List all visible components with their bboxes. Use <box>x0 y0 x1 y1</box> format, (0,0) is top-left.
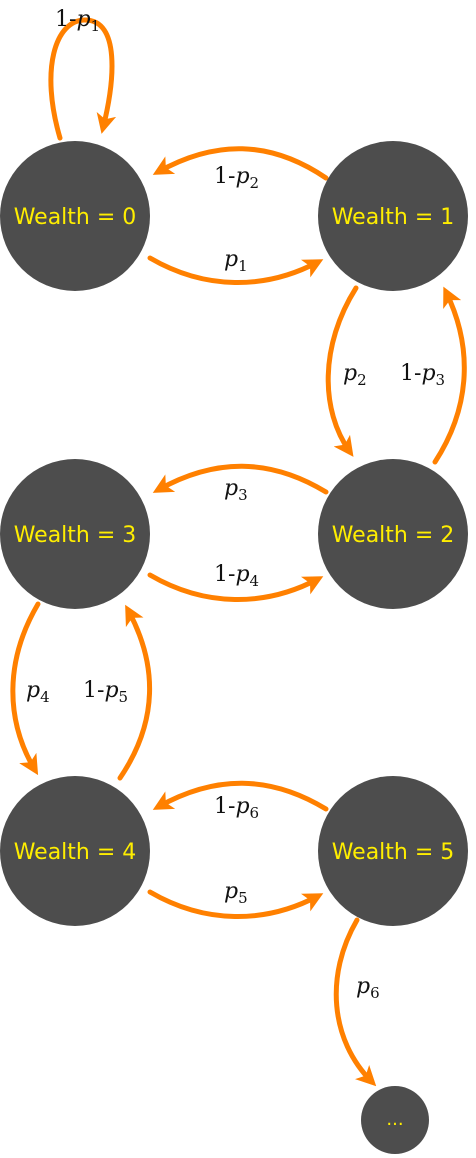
edge-label-w5-to-more: p6 <box>356 974 380 1002</box>
edge-label-w1-to-w0: 1-p2 <box>214 164 259 192</box>
edge-w2-to-w1 <box>432 286 467 465</box>
edge-w2-to-w3 <box>152 463 329 495</box>
edge-w3-to-w4 <box>10 601 41 776</box>
node-wealth-2: Wealth = 2 <box>318 459 468 609</box>
edge-label-w1-to-w2: p2 <box>343 361 367 389</box>
edge-label-w4-to-w3: 1-p5 <box>83 678 128 706</box>
edge-label-w3-to-w2: 1-p4 <box>214 562 259 590</box>
edge-loop-w0 <box>48 17 117 141</box>
edge-w4-to-w5 <box>147 889 324 919</box>
edge-w1-to-w2 <box>325 285 359 457</box>
node-label: Wealth = 0 <box>14 205 137 230</box>
node-label: Wealth = 5 <box>332 840 455 865</box>
edge-w0-to-w1 <box>147 255 324 285</box>
node-label: Wealth = 2 <box>332 523 455 548</box>
node-wealth-1: Wealth = 1 <box>318 141 468 291</box>
node-label: Wealth = 3 <box>14 523 137 548</box>
edge-label-loop0: 1-p1 <box>55 7 100 35</box>
edge-label-w4-to-w5: p5 <box>224 879 248 907</box>
node-wealth-0: Wealth = 0 <box>0 141 150 291</box>
node-label: Wealth = 1 <box>332 205 455 230</box>
edge-w1-to-w0 <box>152 146 329 181</box>
edge-label-w2-to-w3: p3 <box>224 476 248 504</box>
edge-label-w0-to-w1: p1 <box>224 247 248 275</box>
node-wealth-4: Wealth = 4 <box>0 776 150 926</box>
node-wealth-5: Wealth = 5 <box>318 776 468 926</box>
edge-label-w2-to-w1: 1-p3 <box>400 361 445 389</box>
node-label: ... <box>386 1109 403 1130</box>
edge-w5-to-more <box>333 917 377 1087</box>
edge-label-w3-to-w4: p4 <box>26 678 50 706</box>
node-label: Wealth = 4 <box>14 840 137 865</box>
edge-label-w5-to-w4: 1-p6 <box>214 794 259 822</box>
edge-w5-to-w4 <box>152 780 329 812</box>
edge-w4-to-w3 <box>117 604 152 781</box>
node-ellipsis: ... <box>361 1086 429 1154</box>
node-wealth-3: Wealth = 3 <box>0 459 150 609</box>
edge-w3-to-w2 <box>147 572 324 602</box>
